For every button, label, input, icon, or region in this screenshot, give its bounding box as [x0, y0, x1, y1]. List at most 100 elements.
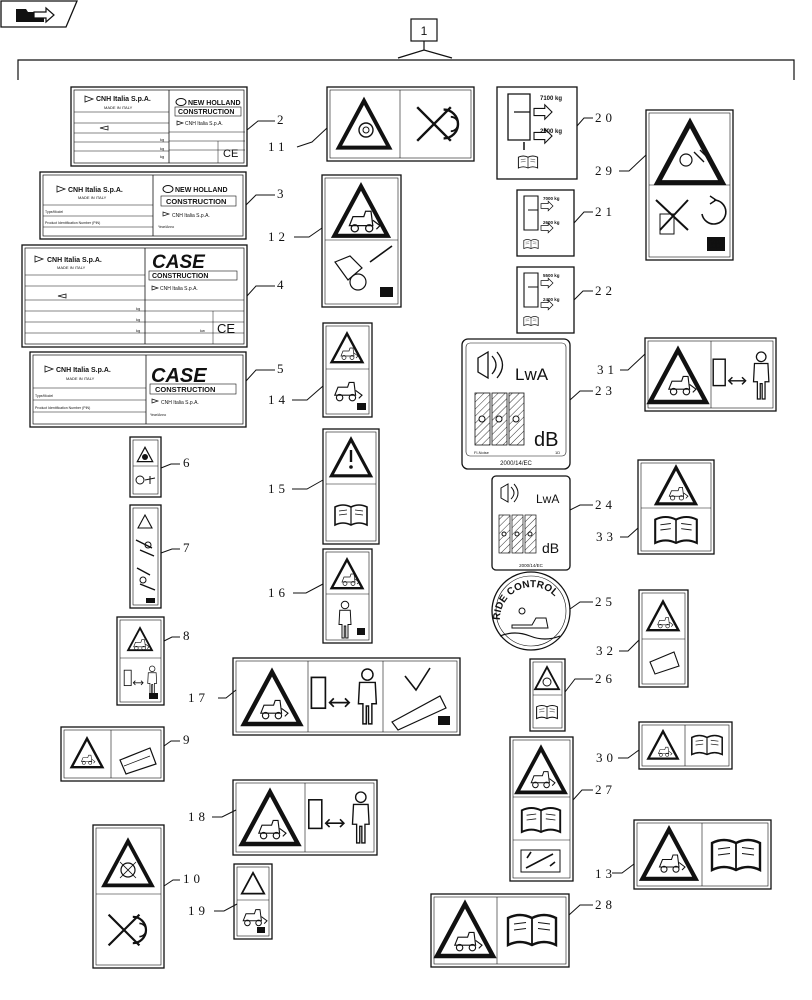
svg-text:CASE: CASE — [151, 365, 207, 387]
svg-text:CONSTRUCTION: CONSTRUCTION — [178, 109, 234, 116]
decal-32 — [638, 589, 689, 688]
svg-text:25: 25 — [595, 594, 616, 609]
decal-14 — [322, 322, 373, 418]
svg-text:Type/Model: Type/Model — [45, 210, 63, 214]
svg-text:2600 kg: 2600 kg — [543, 220, 560, 225]
decal-31 — [644, 337, 777, 412]
svg-text:CONSTRUCTION: CONSTRUCTION — [152, 273, 208, 280]
leaders — [160, 117, 647, 916]
svg-text:3: 3 — [277, 186, 288, 201]
svg-text:kg: kg — [136, 306, 140, 311]
svg-text:2500 kg: 2500 kg — [540, 129, 562, 135]
svg-text:13: 13 — [595, 866, 616, 881]
svg-text:10: 10 — [183, 871, 204, 886]
svg-text:21: 21 — [595, 204, 616, 219]
svg-text:LwA: LwA — [515, 365, 549, 384]
svg-text:CNH Italia S.p.A.: CNH Italia S.p.A. — [161, 400, 199, 406]
decal-23-noise-label: LwA dB Fl-Noise 1D 2000/14/EC — [461, 338, 571, 470]
svg-text:CONSTRUCTION: CONSTRUCTION — [166, 197, 226, 206]
svg-text:Product Identification Number: Product Identification Number (PIN) — [35, 406, 90, 410]
svg-text:Year/Anno: Year/Anno — [158, 225, 174, 229]
decal-12 — [321, 174, 402, 308]
svg-text:CNH Italia S.p.A.: CNH Italia S.p.A. — [172, 213, 210, 219]
decal-28 — [430, 893, 570, 968]
top-bracket — [17, 41, 795, 80]
decal-21-lift-capacity: 7000 kg 2600 kg — [516, 189, 575, 257]
svg-text:5500 kg: 5500 kg — [543, 273, 560, 278]
decal-27 — [509, 736, 574, 882]
svg-text:16: 16 — [268, 585, 289, 600]
decal-9 — [60, 726, 165, 782]
svg-text:Product Identification Number: Product Identification Number (PIN) — [45, 221, 100, 225]
svg-text:32: 32 — [596, 643, 617, 658]
svg-text:CNH Italia S.p.A.: CNH Italia S.p.A. — [96, 96, 151, 103]
svg-text:24: 24 — [595, 497, 616, 512]
svg-text:MADE IN ITALY: MADE IN ITALY — [78, 195, 107, 200]
decal-18 — [232, 779, 378, 856]
plate-case-small: CNH Italia S.p.A. MADE IN ITALY CASE CON… — [21, 244, 248, 348]
svg-text:CNH Italia S.p.A.: CNH Italia S.p.A. — [47, 257, 102, 264]
decal-6 — [129, 436, 162, 498]
svg-text:Year/Anno: Year/Anno — [150, 413, 166, 417]
decal-22-lift-capacity: 5500 kg 2400 kg — [516, 266, 575, 334]
svg-text:4: 4 — [277, 277, 288, 292]
svg-text:MADE IN ITALY: MADE IN ITALY — [104, 105, 133, 110]
decal-11 — [326, 86, 475, 162]
svg-text:CONSTRUCTION: CONSTRUCTION — [155, 385, 215, 394]
svg-text:1D: 1D — [555, 450, 560, 455]
svg-text:15: 15 — [268, 481, 289, 496]
svg-text:14: 14 — [268, 392, 289, 407]
decal-25-ride-control: RIDE CONTROL — [491, 571, 571, 651]
decal-13 — [633, 819, 772, 890]
svg-text:kg: kg — [160, 137, 164, 142]
svg-text:29: 29 — [595, 163, 616, 178]
plate-new-holland-large: CNH Italia S.p.A. MADE IN ITALY Type/Mod… — [39, 171, 247, 240]
svg-text:2: 2 — [277, 112, 288, 127]
decal-30 — [638, 721, 733, 770]
decal-16 — [322, 548, 373, 644]
folder-arrow-icon — [16, 6, 55, 24]
svg-text:kg: kg — [136, 317, 140, 322]
svg-text:Fl-Noise: Fl-Noise — [474, 450, 490, 455]
svg-text:kg: kg — [160, 154, 164, 159]
svg-text:Type/Model: Type/Model — [35, 394, 53, 398]
plate-case-large: CNH Italia S.p.A. MADE IN ITALY Type/Mod… — [29, 351, 247, 428]
svg-text:kg: kg — [136, 328, 140, 333]
svg-text:CNH Italia S.p.A.: CNH Italia S.p.A. — [56, 367, 111, 374]
svg-text:20: 20 — [595, 110, 616, 125]
decal-26 — [529, 658, 566, 732]
svg-text:5: 5 — [277, 361, 288, 376]
svg-text:23: 23 — [595, 383, 616, 398]
svg-text:2000/14/EC: 2000/14/EC — [500, 461, 532, 467]
svg-text:18: 18 — [188, 809, 209, 824]
svg-text:CE: CE — [217, 321, 235, 336]
svg-text:2000/14/EC: 2000/14/EC — [519, 563, 544, 568]
svg-text:kg: kg — [160, 146, 164, 151]
svg-text:dB: dB — [542, 540, 559, 556]
svg-text:CNH Italia S.p.A.: CNH Italia S.p.A. — [68, 187, 123, 194]
svg-text:26: 26 — [595, 671, 616, 686]
svg-text:12: 12 — [268, 229, 289, 244]
svg-text:2400 kg: 2400 kg — [543, 297, 560, 302]
svg-text:30: 30 — [596, 750, 617, 765]
svg-text:7100 kg: 7100 kg — [540, 96, 562, 102]
decal-19 — [233, 863, 273, 940]
decal-33 — [637, 459, 715, 555]
svg-text:dB: dB — [534, 429, 558, 451]
decal-8 — [116, 616, 165, 706]
svg-text:33: 33 — [596, 529, 617, 544]
svg-text:MADE IN ITALY: MADE IN ITALY — [66, 376, 95, 381]
decal-29 — [645, 109, 734, 261]
reference-numbers: 2 3 4 5 6 7 8 9 10 11 12 13 14 15 16 17 … — [183, 110, 617, 918]
svg-text:11: 11 — [268, 139, 289, 154]
svg-text:6: 6 — [183, 455, 194, 470]
decal-15 — [322, 428, 380, 545]
svg-text:19: 19 — [188, 903, 209, 918]
svg-text:MADE IN ITALY: MADE IN ITALY — [57, 265, 86, 270]
svg-text:NEW HOLLAND: NEW HOLLAND — [188, 100, 241, 107]
svg-text:LwA: LwA — [536, 492, 559, 506]
nav-folder-button[interactable] — [0, 0, 78, 28]
svg-text:8: 8 — [183, 628, 194, 643]
decal-10 — [92, 824, 165, 969]
